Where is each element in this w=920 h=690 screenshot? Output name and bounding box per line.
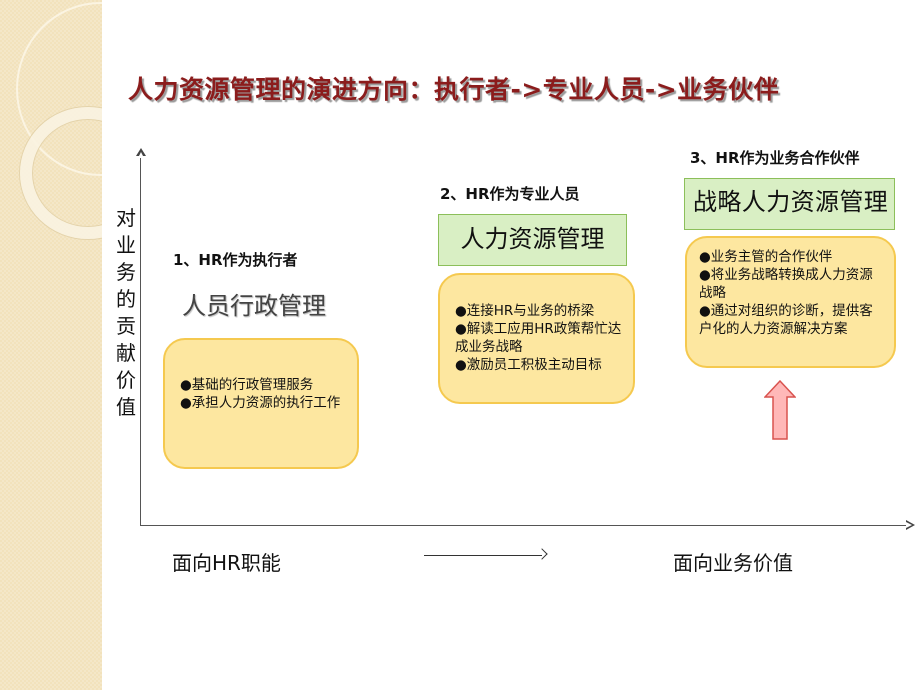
- stage-3-bullet: ●业务主管的合作伙伴: [699, 249, 833, 265]
- stage-2-bullet: ●激励员工积极主动目标: [455, 357, 602, 373]
- decorative-side-band: [0, 0, 102, 690]
- x-axis-right-label: 面向业务价值: [673, 551, 793, 575]
- arrow-up-icon-inner: [138, 152, 144, 158]
- stage-1-heading: 1、HR作为执行者: [173, 251, 298, 269]
- stage-1-description-box: ●基础的行政管理服务 ●承担人力资源的执行工作: [163, 338, 359, 469]
- stage-2-bullet: ●解读工应用HR政策帮忙达成业务战略: [455, 321, 622, 355]
- long-arrow-right-head: [536, 548, 548, 560]
- arrow-right-icon-inner: [906, 522, 912, 528]
- long-arrow-right-icon: [424, 555, 542, 556]
- y-axis-line: [140, 152, 141, 526]
- up-arrow-icon: [764, 380, 796, 440]
- stage-3-bullet: ●通过对组织的诊断，提供客户化的人力资源解决方案: [699, 303, 873, 337]
- stage-2-role-box: 人力资源管理: [438, 214, 627, 266]
- stage-1-role: 人员行政管理: [182, 292, 326, 320]
- stage-3-role-box: 战略人力资源管理: [684, 178, 895, 230]
- stage-1-bullet: ●基础的行政管理服务: [180, 377, 314, 393]
- stage-2-description-box: ●连接HR与业务的桥梁 ●解读工应用HR政策帮忙达成业务战略 ●激励员工积极主动…: [438, 273, 635, 404]
- stage-3-description-box: ●业务主管的合作伙伴 ●将业务战略转换成人力资源战略 ●通过对组织的诊断，提供客…: [685, 236, 896, 368]
- stage-1-bullet: ●承担人力资源的执行工作: [180, 395, 341, 411]
- stage-3-heading: 3、HR作为业务合作伙伴: [690, 149, 860, 167]
- x-axis-line: [140, 525, 910, 526]
- stage-3-role: 战略人力资源管理: [693, 188, 889, 216]
- y-axis-label: 对业务的贡献价值: [116, 206, 136, 419]
- stage-2-heading: 2、HR作为专业人员: [440, 185, 580, 203]
- stage-2-bullet: ●连接HR与业务的桥梁: [455, 303, 595, 319]
- stage-3-bullet: ●将业务战略转换成人力资源战略: [699, 267, 873, 301]
- slide-title: 人力资源管理的演进方向：执行者->专业人员->业务伙伴: [128, 75, 780, 104]
- x-axis-left-label: 面向HR职能: [172, 551, 281, 575]
